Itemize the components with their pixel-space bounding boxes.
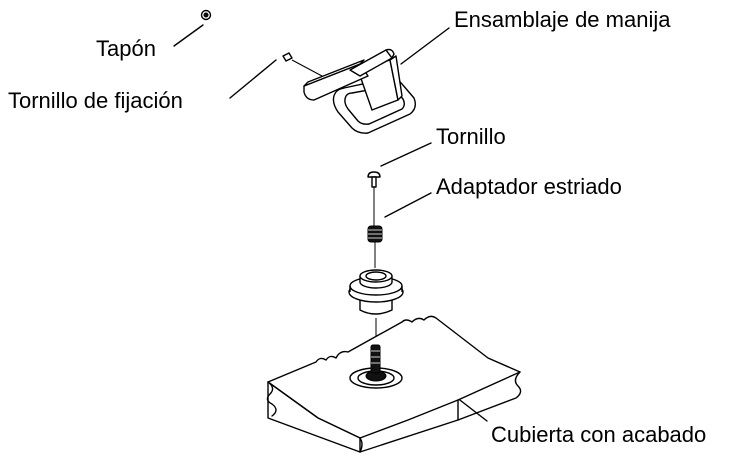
cap-part <box>200 9 212 21</box>
deck-leader-line <box>455 396 488 422</box>
cap-label: Tapón <box>96 36 156 61</box>
handle-assembly-part <box>303 48 417 134</box>
handle-leader-line <box>400 27 450 65</box>
finished-deck-label: Cubierta con acabado <box>491 422 707 447</box>
adapter-leader-line <box>384 192 432 218</box>
set-screw-part <box>282 52 323 77</box>
splined-adapter-part <box>367 225 383 268</box>
cap-leader-line <box>173 24 204 47</box>
screw-part <box>367 171 381 226</box>
flange-bushing-part <box>348 269 404 345</box>
screw-leader-line <box>380 142 432 167</box>
screw-label: Tornillo <box>436 124 506 149</box>
set-screw-leader-line <box>229 59 277 99</box>
finished-deck-part <box>266 315 522 453</box>
set-screw-label: Tornillo de fijación <box>8 88 183 113</box>
splined-adapter-label: Adaptador estriado <box>436 174 622 199</box>
leader-lines <box>173 24 488 422</box>
handle-assembly-label: Ensamblaje de manija <box>454 7 671 32</box>
